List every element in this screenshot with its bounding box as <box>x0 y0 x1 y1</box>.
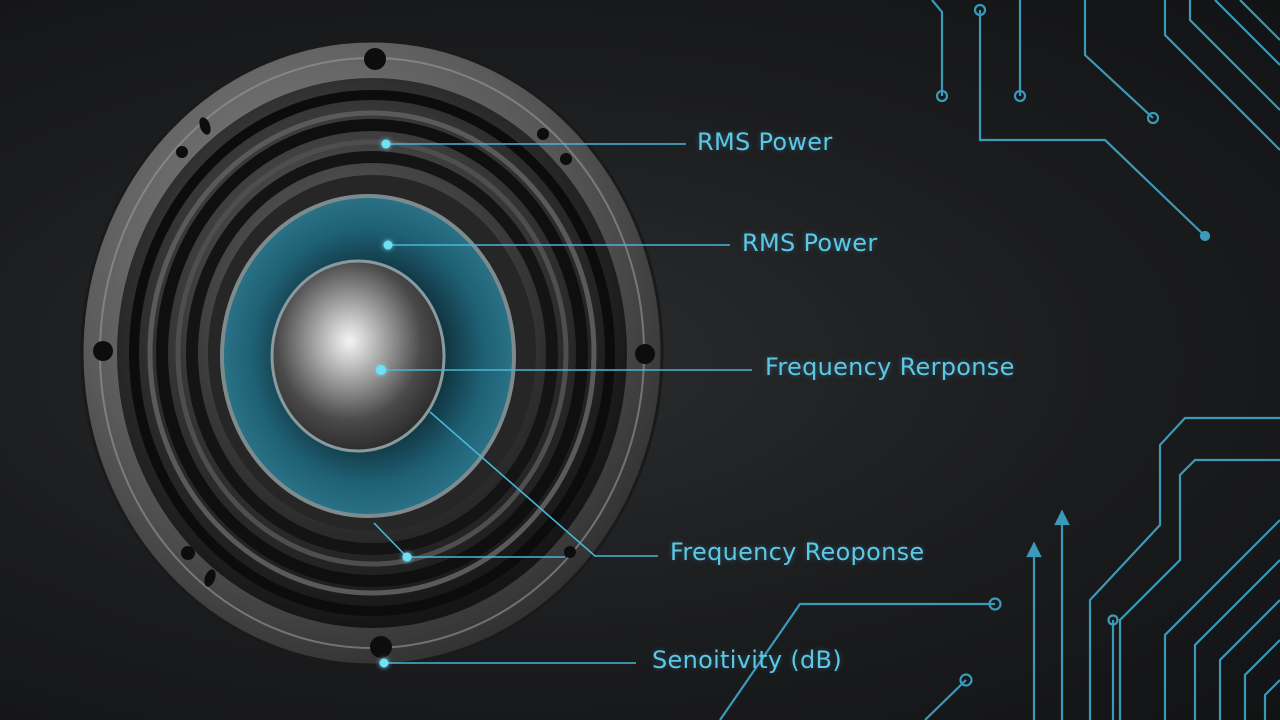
circuit-traces-top <box>931 0 1280 242</box>
callout-dot-5 <box>379 658 389 668</box>
speaker <box>80 39 664 667</box>
callout-dot-4 <box>402 552 412 562</box>
mounting-holes <box>93 48 655 658</box>
circuit-traces-bottom <box>719 416 1280 720</box>
callout-dot-3 <box>376 365 386 375</box>
label-rms-power-cone: RMS Power <box>742 229 878 257</box>
leader-lines <box>373 143 752 664</box>
callout-dot-1 <box>381 139 391 149</box>
label-sensitivity: Senoitivity (dB) <box>652 646 842 674</box>
callout-dot-2 <box>383 240 393 250</box>
label-frequency-response-surround: Frequency Reoponse <box>670 538 925 566</box>
dust-cap <box>270 259 446 453</box>
label-frequency-response-center: Frequency Rerponse <box>765 353 1015 381</box>
label-rms-power-outer: RMS Power <box>697 128 833 156</box>
callout-dots <box>376 139 412 668</box>
